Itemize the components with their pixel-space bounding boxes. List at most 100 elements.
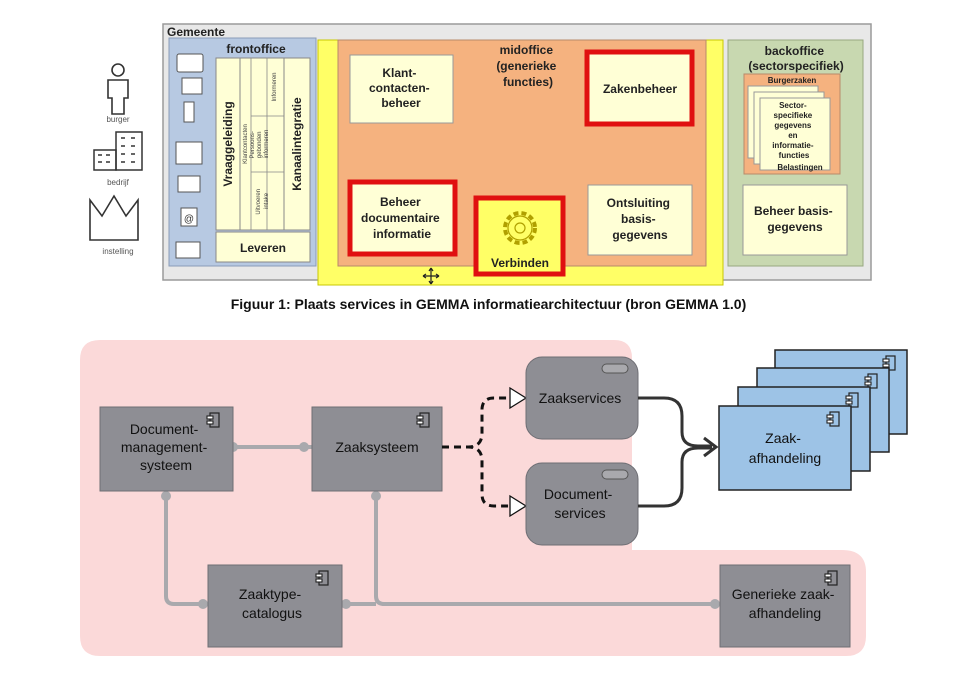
gear-icon [503, 211, 537, 245]
at-glyph: @ [184, 214, 194, 225]
persoons-line-3: informeren [264, 130, 270, 159]
zaakafhandeling-line-2: afhandeling [749, 450, 821, 466]
ontsluiting-line-1: Ontsluiting [607, 196, 670, 210]
documentservices-label: Document- services [544, 486, 616, 521]
bedrijf-building-icon [93, 131, 143, 171]
actors: burger bedrijf instelling [89, 63, 143, 256]
kanaalintegratie-label: Kanaalintegratie [290, 97, 304, 191]
uitvoeren-label: Uitvoeren intake [256, 187, 270, 214]
handshake-icon [176, 53, 204, 73]
frontoffice-title: frontoffice [226, 42, 286, 56]
sector-line-1: Sector- [779, 101, 807, 110]
serving-connectors [638, 396, 719, 508]
documentservices-line-1: Document- [544, 486, 613, 502]
vraaggeleiding-label: Vraaggeleiding [221, 101, 235, 186]
zaakafhandeling-line-1: Zaak- [765, 430, 801, 446]
ontsluiting-basisgegevens-box [587, 184, 693, 256]
informeren-label: Informeren [272, 72, 278, 101]
sector-specifieke-label: Sector- specifieke gegevens en informati… [772, 101, 816, 160]
beheer-basisgegevens-label: Beheer basis- gegevens [754, 204, 836, 234]
dms-line-1: Document- [130, 421, 199, 437]
dms-line-3: systeem [140, 457, 192, 473]
documentservices-box[interactable] [525, 462, 639, 546]
dms-label: Document- management- systeem [121, 421, 211, 473]
move-cursor-icon [422, 267, 440, 285]
beheer-basis-line-1: Beheer basis- [754, 204, 833, 218]
zaaktypecatalogus-label: Zaaktype- catalogus [239, 586, 305, 621]
persoons-line-1: Persoons- [250, 131, 256, 158]
belastingen-label: Belastingen [777, 163, 822, 172]
ontsluiting-line-3: gegevens [612, 228, 668, 242]
kanaalintegratie-box [283, 57, 311, 231]
zakenbeheer-label: Zakenbeheer [603, 82, 677, 96]
burgerzaken-label: Burgerzaken [768, 76, 817, 85]
instelling-building-icon [89, 194, 139, 241]
beheer-documentaire-informatie-label: Beheer documentaire informatie [361, 195, 443, 241]
klantcontacten-box [239, 57, 285, 231]
vraaggeleiding-box [215, 57, 241, 231]
generieke-line-1: Generieke zaak- [732, 586, 835, 602]
verbinden-label: Verbinden [491, 256, 549, 270]
sector-line-4: en [788, 131, 797, 140]
beheer-doc-line-2: documentaire [361, 211, 440, 225]
backoffice-title-2: (sectorspecifiek) [748, 59, 843, 73]
mail-icon [181, 77, 203, 95]
sector-line-3: gegevens [774, 121, 811, 130]
uitvoeren-line-1: Uitvoeren [256, 189, 262, 215]
persoons-label: Persoons- gebonden informeren [250, 129, 270, 158]
fax-icon [177, 175, 201, 193]
midoffice-title: midoffice (generieke functies) [496, 43, 559, 89]
midoffice-title-3: functies) [503, 75, 553, 89]
generieke-zaakafhandeling-label: Generieke zaak- afhandeling [732, 586, 839, 621]
phone-icon [183, 101, 195, 123]
touchscreen-icon [175, 141, 203, 165]
backoffice-title: backoffice (sectorspecifiek) [748, 44, 843, 73]
zaakafhandeling-label: Zaak- afhandeling [749, 430, 821, 466]
zaakafhandeling-card-1 [718, 405, 852, 491]
klantcontactenbeheer-box [349, 54, 454, 124]
connector-dots [161, 442, 720, 609]
figure-caption: Figuur 1: Plaats services in GEMMA infor… [230, 296, 747, 312]
midoffice-title-1: midoffice [500, 43, 554, 57]
realisation-arrowheads [509, 386, 528, 518]
backoffice-title-1: backoffice [765, 44, 825, 58]
leveren-box [215, 231, 311, 263]
dashed-connectors [442, 396, 512, 508]
beheer-documentaire-informatie-box [347, 179, 458, 257]
zaaktype-line-2: catalogus [242, 605, 302, 621]
beheer-basis-line-2: gegevens [767, 220, 823, 234]
zaaksysteem-label: Zaaksysteem [335, 439, 418, 455]
beheer-doc-line-3: informatie [373, 227, 431, 241]
actor-instelling: instelling [102, 247, 133, 256]
generieke-line-2: afhandeling [749, 605, 821, 621]
midoffice-title-2: (generieke [496, 59, 556, 73]
klantcontactenbeheer-label: Klant- contacten- beheer [369, 66, 433, 110]
beheer-basisgegevens-box [742, 184, 848, 256]
sector-line-6: functies [779, 151, 810, 160]
mobile-icon [175, 241, 201, 259]
klant-line-1: Klant- [382, 66, 416, 80]
zaaktype-line-1: Zaaktype- [239, 586, 302, 602]
service-icon [601, 363, 629, 374]
burger-person-icon [107, 63, 129, 115]
actor-bedrijf: bedrijf [107, 178, 130, 187]
ontsluiting-line-2: basis- [621, 212, 656, 226]
uitvoeren-line-2: intake [264, 192, 270, 209]
channel-icons [175, 53, 204, 259]
klant-line-2: contacten- [369, 81, 430, 95]
sector-card-3 [759, 97, 831, 171]
zakenbeheer-box [584, 49, 695, 127]
leveren-label: Leveren [240, 241, 286, 255]
klant-line-3: beheer [381, 96, 421, 110]
sector-line-5: informatie- [772, 141, 814, 150]
beheer-doc-line-1: Beheer [380, 195, 421, 209]
zaakservices-label: Zaakservices [539, 390, 621, 406]
persoons-line-2: gebonden [257, 131, 263, 158]
gemeente-label: Gemeente [167, 25, 225, 39]
documentservices-line-2: services [554, 505, 605, 521]
email-icon [180, 207, 198, 227]
zaakafhandeling-stack[interactable]: Zaak- afhandeling [718, 349, 908, 491]
grey-connectors [164, 445, 720, 606]
actor-burger: burger [106, 115, 129, 124]
klantcontacten-label: Klantcontacten [243, 124, 249, 164]
